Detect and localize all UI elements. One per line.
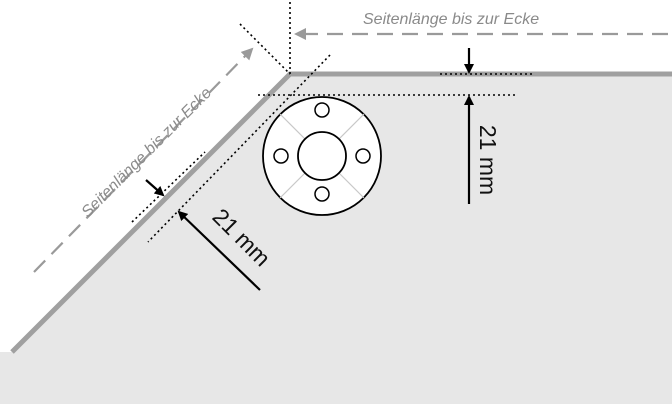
flange bbox=[262, 96, 382, 216]
bolt-hole-top bbox=[314, 102, 330, 118]
diagonal-offset-arrows bbox=[145, 179, 261, 291]
bolt-hole-left bbox=[273, 148, 289, 164]
bolt-hole-bottom bbox=[314, 186, 330, 202]
top-edge-length-label: Seitenlänge bis zur Ecke bbox=[363, 11, 539, 28]
dotted-construction-lines bbox=[131, 2, 535, 243]
dashed-length-guides bbox=[33, 28, 668, 273]
plate bbox=[0, 74, 672, 404]
bolt-hole-right bbox=[355, 148, 371, 164]
top-offset-label: 21 mm bbox=[475, 125, 501, 195]
